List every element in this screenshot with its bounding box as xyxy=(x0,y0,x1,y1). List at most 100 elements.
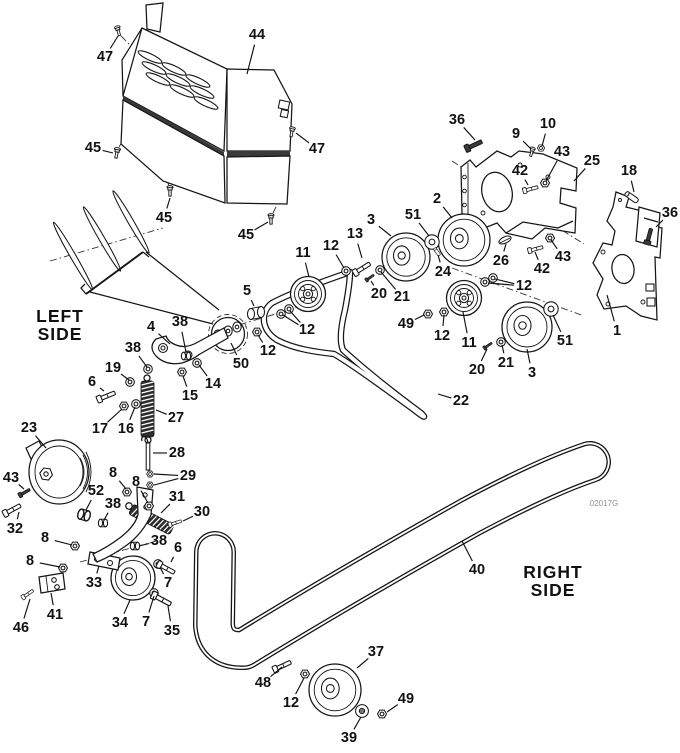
callout-43: 43 xyxy=(554,144,570,160)
callout-36: 36 xyxy=(662,205,678,221)
bushing-fastener xyxy=(129,541,141,551)
pulley-11 xyxy=(289,275,327,313)
nut-fastener xyxy=(376,709,388,719)
leader-line xyxy=(573,168,586,182)
bolt-fastener xyxy=(271,658,293,674)
bolt-fastener xyxy=(20,587,35,601)
boltd-fastener xyxy=(463,137,484,154)
leader-line xyxy=(18,484,25,490)
leader-line xyxy=(138,355,148,368)
washer-fastener xyxy=(341,266,351,276)
leader-line xyxy=(103,512,109,521)
callout-43: 43 xyxy=(555,249,571,265)
callout-33: 33 xyxy=(86,575,102,591)
nut-fastener xyxy=(146,481,154,489)
leader-line xyxy=(170,556,175,563)
leader-line xyxy=(357,243,363,259)
callout-18: 18 xyxy=(621,163,637,179)
pulleys xyxy=(110,213,553,717)
washer-51 xyxy=(543,301,559,317)
callout-14: 14 xyxy=(205,376,221,392)
right-side-label: SIDE xyxy=(531,580,576,600)
mount-plate-25 xyxy=(460,150,578,240)
washer-fastener xyxy=(276,309,286,319)
callout-8: 8 xyxy=(41,530,49,546)
washer-fastener xyxy=(488,273,498,283)
leader-line xyxy=(50,592,54,606)
engine-plate-1 xyxy=(592,191,663,321)
leader-line xyxy=(414,314,425,321)
leader-line xyxy=(335,254,345,269)
leader-line xyxy=(480,348,488,362)
callout-45: 45 xyxy=(156,210,172,226)
clutch-pulley-23 xyxy=(25,439,92,505)
callout-38: 38 xyxy=(125,340,141,356)
leader-line xyxy=(54,539,73,546)
leader-line xyxy=(295,677,305,695)
callout-7: 7 xyxy=(142,614,150,630)
louver-vent xyxy=(137,50,163,64)
washer-fastener xyxy=(480,277,490,287)
callout-35: 35 xyxy=(164,623,180,639)
bolt-fastener xyxy=(1,501,23,519)
leader-line xyxy=(198,364,208,377)
figure-code: 02017G xyxy=(590,499,618,508)
leader-line xyxy=(39,562,61,568)
callout-4: 4 xyxy=(147,319,155,335)
belt-22 xyxy=(260,268,428,420)
callout-16: 16 xyxy=(118,421,134,437)
leader-line xyxy=(606,294,615,322)
bolt-fastener xyxy=(351,260,373,278)
callout-24: 24 xyxy=(435,264,451,280)
leader-line xyxy=(118,480,127,490)
leader-line xyxy=(418,222,430,237)
boltd-fastener xyxy=(17,486,32,499)
bracket-36 xyxy=(635,206,661,248)
rod-28 xyxy=(141,435,151,471)
louver-vent xyxy=(165,73,191,87)
callout-47: 47 xyxy=(97,49,113,65)
louver-vent xyxy=(161,62,187,76)
leader-line xyxy=(167,605,171,622)
callout-42: 42 xyxy=(512,163,528,179)
leader-line xyxy=(630,180,635,193)
callout-15: 15 xyxy=(182,388,198,404)
callout-27: 27 xyxy=(168,410,184,426)
leader-line xyxy=(487,282,515,286)
callout-25: 25 xyxy=(584,153,600,169)
callout-22: 22 xyxy=(453,393,469,409)
callout-52: 52 xyxy=(88,483,104,499)
callout-11: 11 xyxy=(461,335,476,351)
leader-line xyxy=(140,490,149,504)
screw-fastener xyxy=(112,146,122,160)
leader-line xyxy=(463,127,476,141)
bolt-fastener xyxy=(95,388,117,404)
callout-41: 41 xyxy=(47,607,63,623)
leader-line xyxy=(522,140,532,150)
leader-line xyxy=(138,542,150,547)
callout-19: 19 xyxy=(105,360,121,376)
callout-47: 47 xyxy=(309,141,325,157)
pulley-34 xyxy=(110,555,156,601)
left-side-label: SIDE xyxy=(38,324,83,344)
tine-assembly xyxy=(52,190,150,295)
callout-32: 32 xyxy=(7,521,23,537)
spacer-5 xyxy=(246,305,266,321)
washer-fastener xyxy=(131,399,141,409)
nut-fastener xyxy=(143,501,155,511)
callout-21: 21 xyxy=(498,355,514,371)
callout-11: 11 xyxy=(295,245,310,261)
callout-1: 1 xyxy=(613,323,621,339)
leader-line xyxy=(550,239,558,250)
callout-6: 6 xyxy=(88,374,96,390)
screw-fastener xyxy=(267,213,275,225)
callout-12: 12 xyxy=(516,278,532,294)
leader-line xyxy=(181,331,187,353)
leader-line xyxy=(158,333,171,345)
leader-line xyxy=(552,314,562,333)
louver-vent xyxy=(169,84,195,98)
callout-50: 50 xyxy=(233,356,249,372)
washer-fastener xyxy=(375,265,385,275)
callout-43: 43 xyxy=(3,470,19,486)
